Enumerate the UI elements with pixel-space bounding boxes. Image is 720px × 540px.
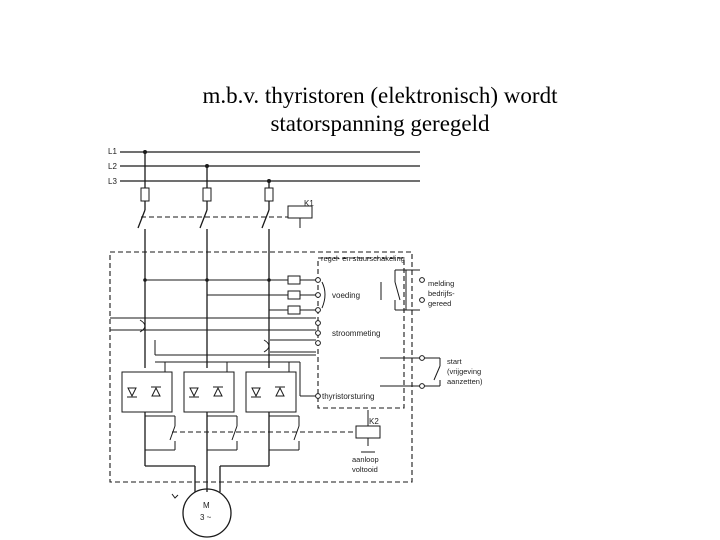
control-box-label: regel- en stuurschakeling bbox=[321, 254, 405, 263]
k2-coil-icon bbox=[355, 425, 381, 439]
thyristor-icon bbox=[151, 386, 161, 397]
title-line-1: m.b.v. thyristoren (elektronisch) wordt bbox=[202, 83, 558, 108]
voeding-block: voeding bbox=[145, 275, 360, 315]
k2-label: K2 bbox=[369, 417, 379, 426]
motor-icon bbox=[182, 488, 232, 538]
motor-label-3phase: 3 ~ bbox=[200, 513, 212, 522]
voeding-fuse-icon bbox=[287, 305, 301, 315]
phase-label-l3: L3 bbox=[108, 177, 117, 186]
thyristorsturing-label: thyristorsturing bbox=[322, 392, 374, 401]
thyristor-module-3 bbox=[245, 371, 297, 413]
motor-label-m: M bbox=[203, 501, 210, 510]
thyristor-icon bbox=[127, 387, 137, 398]
start-contact: start (vrijgeving aanzetten) bbox=[380, 355, 483, 389]
fuse-icon bbox=[140, 187, 150, 202]
title-line-2: statorspanning geregeld bbox=[270, 111, 490, 136]
voeding-fuse-icon bbox=[287, 290, 301, 300]
ground-mark-icon bbox=[171, 493, 179, 499]
thyristor-modules: thyristorsturing bbox=[121, 361, 374, 413]
k1-label: K1 bbox=[304, 199, 314, 208]
fuse-icon bbox=[264, 187, 274, 202]
fuse-icon bbox=[202, 187, 212, 202]
motor: M 3 ~ bbox=[145, 465, 269, 538]
fuses bbox=[140, 152, 274, 202]
phase-label-l1: L1 bbox=[108, 147, 117, 156]
main-contacts-k1: K1 bbox=[137, 199, 314, 236]
aanloop-label-2: voltooid bbox=[352, 465, 378, 474]
start-label-1: start bbox=[447, 357, 463, 366]
thyristor-module-1 bbox=[121, 371, 173, 413]
melding-label-3: gereed bbox=[428, 299, 451, 308]
voeding-label: voeding bbox=[332, 291, 360, 300]
thyristor-icon bbox=[213, 386, 223, 397]
melding-label-2: bedrijfs- bbox=[428, 289, 455, 298]
melding-label-1: melding bbox=[428, 279, 454, 288]
phase-label-l2: L2 bbox=[108, 162, 117, 171]
stroommeting-label: stroommeting bbox=[332, 329, 380, 338]
stroommeting-block: stroommeting bbox=[110, 317, 380, 353]
slide-title: m.b.v. thyristoren (elektronisch) wordt … bbox=[0, 82, 720, 138]
soft-starter-enclosure bbox=[109, 251, 413, 483]
thyristor-icon bbox=[251, 387, 261, 398]
start-label-3: aanzetten) bbox=[447, 377, 483, 386]
thyristor-module-2 bbox=[183, 371, 235, 413]
start-label-2: (vrijgeving bbox=[447, 367, 481, 376]
thyristor-icon bbox=[189, 387, 199, 398]
thyristor-icon bbox=[275, 386, 285, 397]
aanloop-label-1: aanloop bbox=[352, 455, 379, 464]
phase-lines: L1 L2 L3 bbox=[108, 147, 420, 186]
phase-conductors bbox=[143, 236, 271, 368]
voeding-fuse-icon bbox=[287, 275, 301, 285]
melding-contact: melding bedrijfs- gereed bbox=[380, 269, 455, 311]
bypass-contacts-k2: K2 aanloop voltooid bbox=[144, 410, 381, 474]
